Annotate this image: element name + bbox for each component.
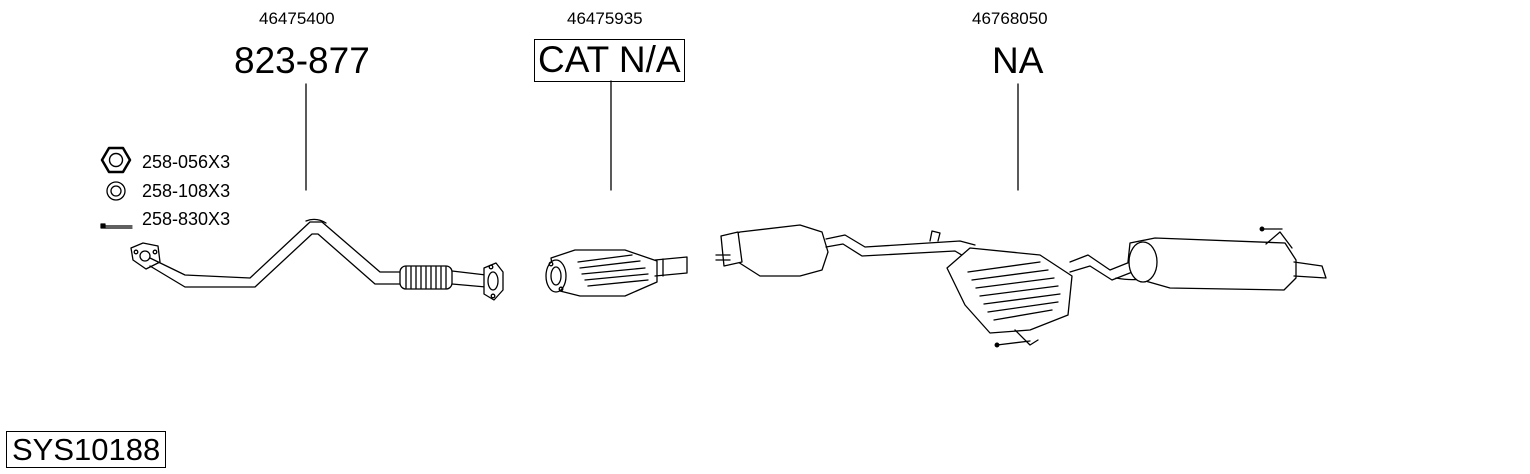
system-code: SYS10188 xyxy=(6,431,167,468)
part-number-2: CAT N/A xyxy=(534,39,685,82)
kit-code-bolt: 258-830X3 xyxy=(142,209,231,229)
front-pipe xyxy=(130,218,504,301)
kit-code-nut: 258-056X3 xyxy=(142,152,231,172)
part-oe-number-2: 46475935 xyxy=(567,9,643,28)
part-oe-number-1: 46475400 xyxy=(259,9,335,28)
part-oe-number-3: 46768050 xyxy=(972,9,1048,28)
catalytic-converter xyxy=(545,249,688,297)
part-number-1: 823-877 xyxy=(234,40,370,81)
nut-icon xyxy=(100,146,132,174)
rear-section xyxy=(715,224,1327,348)
bolt-icon xyxy=(100,223,133,229)
part-number-3: NA xyxy=(992,40,1044,81)
washer-icon xyxy=(106,181,126,201)
kit-code-washer: 258-108X3 xyxy=(142,181,231,201)
